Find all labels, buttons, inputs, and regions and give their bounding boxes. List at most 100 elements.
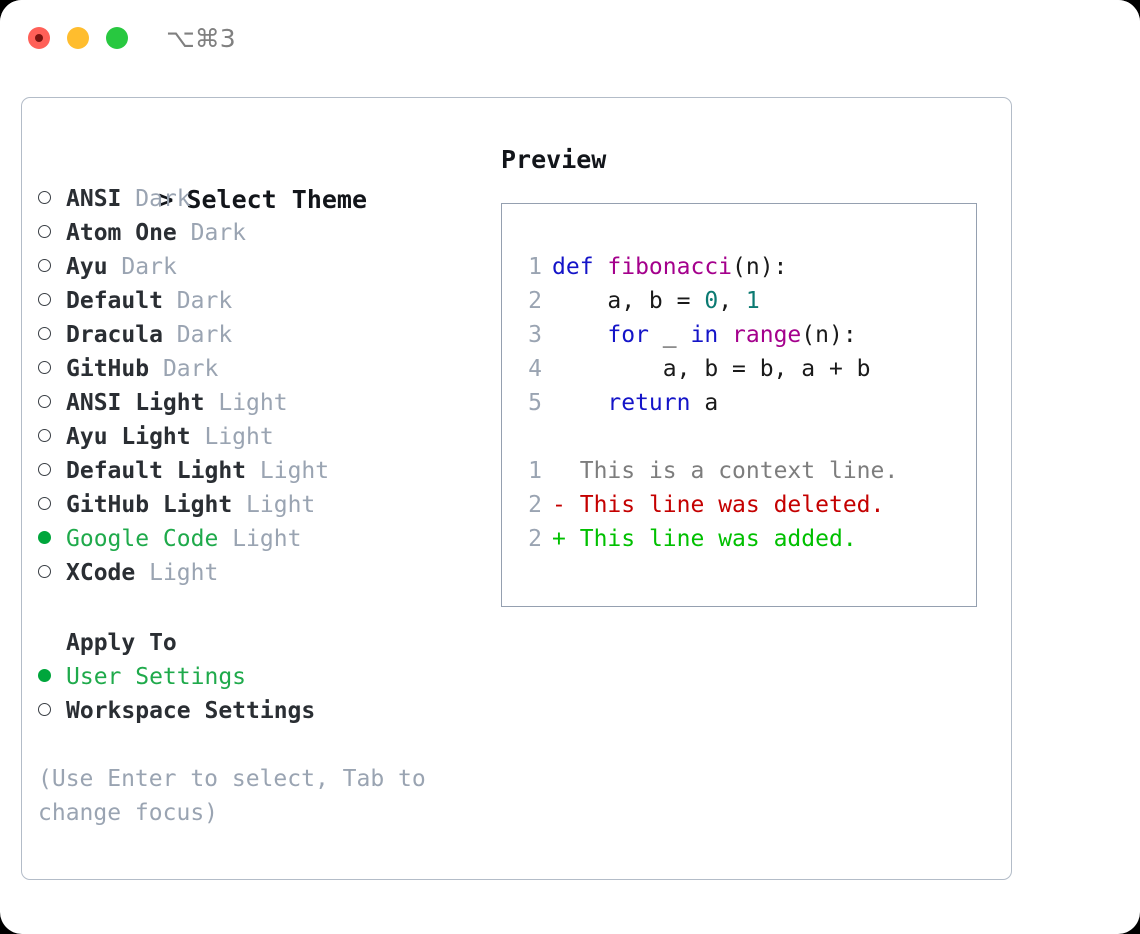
radio-dot	[38, 429, 51, 442]
radio-dot	[38, 327, 51, 340]
theme-list-item[interactable]: Default Dark	[38, 284, 468, 318]
theme-list-item[interactable]: Atom One Dark	[38, 216, 468, 250]
theme-category: Dark	[176, 322, 233, 348]
theme-category: Light	[232, 526, 302, 552]
theme-list-item[interactable]: GitHub Dark	[38, 352, 468, 386]
theme-name-spacer	[163, 322, 177, 348]
close-window-button[interactable]	[28, 27, 50, 49]
diff-text: This line was deleted.	[579, 492, 885, 518]
theme-name: Atom One	[66, 220, 177, 246]
code-token	[718, 322, 732, 348]
radio-selected-icon	[38, 522, 66, 556]
radio-unselected-icon	[38, 386, 66, 420]
theme-name-spacer	[135, 560, 149, 586]
theme-list-item[interactable]: GitHub Light Light	[38, 488, 468, 522]
radio-unselected-icon	[38, 318, 66, 352]
radio-unselected-icon	[38, 284, 66, 318]
apply-to-option-label: Workspace Settings	[66, 698, 316, 724]
code-line: 2 a, b = 0, 1	[502, 284, 976, 318]
theme-name: Google Code	[66, 526, 219, 552]
code-token: _	[648, 322, 691, 348]
theme-list-item[interactable]: Default Light Light	[38, 454, 468, 488]
diff-line-number: 2	[528, 492, 542, 518]
code-token: (n):	[801, 322, 857, 348]
theme-category: Dark	[135, 186, 191, 212]
radio-dot	[38, 703, 51, 716]
radio-unselected-icon	[38, 556, 66, 590]
radio-unselected-icon	[38, 454, 66, 488]
apply-to-option-label: User Settings	[66, 664, 247, 690]
diff-line-number: 1	[528, 458, 542, 484]
theme-name-spacer	[218, 526, 232, 552]
theme-category: Dark	[176, 288, 233, 314]
diff-sample: 1 This is a context line.2- This line wa…	[502, 454, 976, 556]
maximize-window-button[interactable]	[106, 27, 128, 49]
theme-list-item[interactable]: Ayu Light Light	[38, 420, 468, 454]
theme-name: Ayu	[66, 254, 108, 280]
theme-category: Light	[218, 390, 288, 416]
code-token: fibonacci	[607, 254, 733, 280]
theme-list-item[interactable]: Google Code Light	[38, 522, 468, 556]
code-line-number: 1	[528, 254, 542, 280]
code-token: range	[732, 322, 802, 348]
code-token: (n):	[732, 254, 788, 280]
apply-to-option[interactable]: Workspace Settings	[38, 694, 468, 728]
code-diff-separator	[502, 420, 976, 454]
radio-unselected-icon	[38, 250, 66, 284]
diff-text: This line was added.	[579, 526, 857, 552]
theme-name-spacer	[232, 492, 246, 518]
apply-to-option[interactable]: User Settings	[38, 660, 468, 694]
radio-unselected-icon	[38, 216, 66, 250]
code-token: 1	[745, 288, 760, 314]
theme-name-spacer	[149, 356, 163, 382]
code-line-number: 3	[528, 322, 542, 348]
code-line-number: 2	[528, 288, 542, 314]
code-token: ,	[718, 288, 746, 314]
theme-name-spacer	[121, 186, 135, 212]
theme-list-item[interactable]: Ayu Dark	[38, 250, 468, 284]
code-line: 5 return a	[502, 386, 976, 420]
title-bar: ⌥⌘3	[0, 0, 1140, 78]
diff-marker	[552, 458, 566, 484]
theme-category: Dark	[121, 254, 177, 280]
theme-name-spacer	[108, 254, 122, 280]
theme-category: Dark	[190, 220, 247, 246]
theme-list-item[interactable]: Dracula Dark	[38, 318, 468, 352]
theme-name: Ayu Light	[66, 424, 191, 450]
preview-heading: Preview	[501, 145, 607, 174]
code-line-number: 4	[528, 356, 542, 382]
radio-dot	[38, 361, 51, 374]
diff-marker: -	[552, 492, 566, 518]
theme-category: Dark	[162, 356, 219, 382]
radio-selected-icon	[38, 660, 66, 694]
theme-list-item[interactable]: ANSI Dark	[38, 182, 468, 216]
theme-name: ANSI Light	[66, 390, 205, 416]
theme-category: Light	[259, 458, 330, 484]
diff-line: 2+ This line was added.	[502, 522, 976, 556]
radio-dot	[38, 293, 51, 306]
minimize-window-button[interactable]	[67, 27, 89, 49]
theme-name-spacer	[177, 220, 191, 246]
code-token: in	[690, 322, 719, 348]
diff-spacer	[566, 458, 580, 484]
theme-name: Default Light	[66, 458, 247, 484]
code-token: for	[607, 322, 649, 348]
theme-name-spacer	[163, 288, 177, 314]
diff-marker: +	[552, 526, 566, 552]
keyboard-hint-text: (Use Enter to select, Tab to change focu…	[38, 766, 426, 826]
radio-dot	[38, 531, 51, 544]
code-token: a, b = b, a + b	[552, 356, 871, 382]
radio-dot	[38, 259, 51, 272]
diff-line: 2- This line was deleted.	[502, 488, 976, 522]
theme-name: ANSI	[66, 186, 122, 212]
keyboard-shortcut-label: ⌥⌘3	[166, 24, 236, 53]
code-line: 3 for _ in range(n):	[502, 318, 976, 352]
theme-list-item[interactable]: XCode Light	[38, 556, 468, 590]
theme-list-item[interactable]: ANSI Light Light	[38, 386, 468, 420]
